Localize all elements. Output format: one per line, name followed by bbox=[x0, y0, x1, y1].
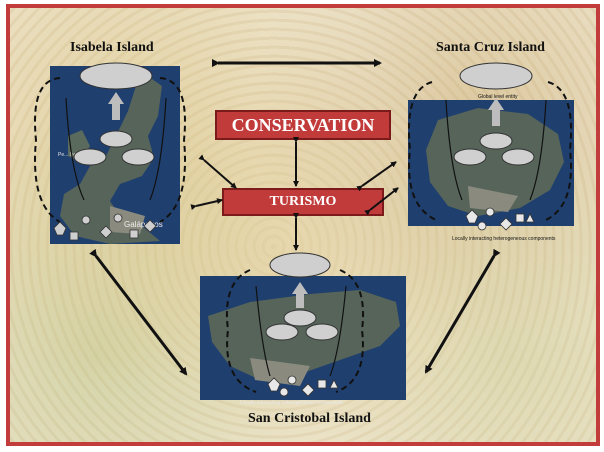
isabela-turismo-lower-arrow bbox=[196, 200, 222, 206]
isabela-turismo-arrow bbox=[204, 160, 236, 188]
isabela-san-cristobal-arrow bbox=[96, 256, 186, 374]
santa-cruz-turismo-lower-arrow bbox=[370, 188, 398, 210]
santa-cruz-san-cristobal-arrow bbox=[426, 256, 494, 372]
san-cristobal-hierarchy-schematic bbox=[227, 253, 363, 396]
isabela-hierarchy-schematic bbox=[35, 63, 185, 240]
santa-cruz-turismo-arrow bbox=[362, 162, 396, 186]
santa-cruz-hierarchy-schematic bbox=[409, 63, 571, 230]
